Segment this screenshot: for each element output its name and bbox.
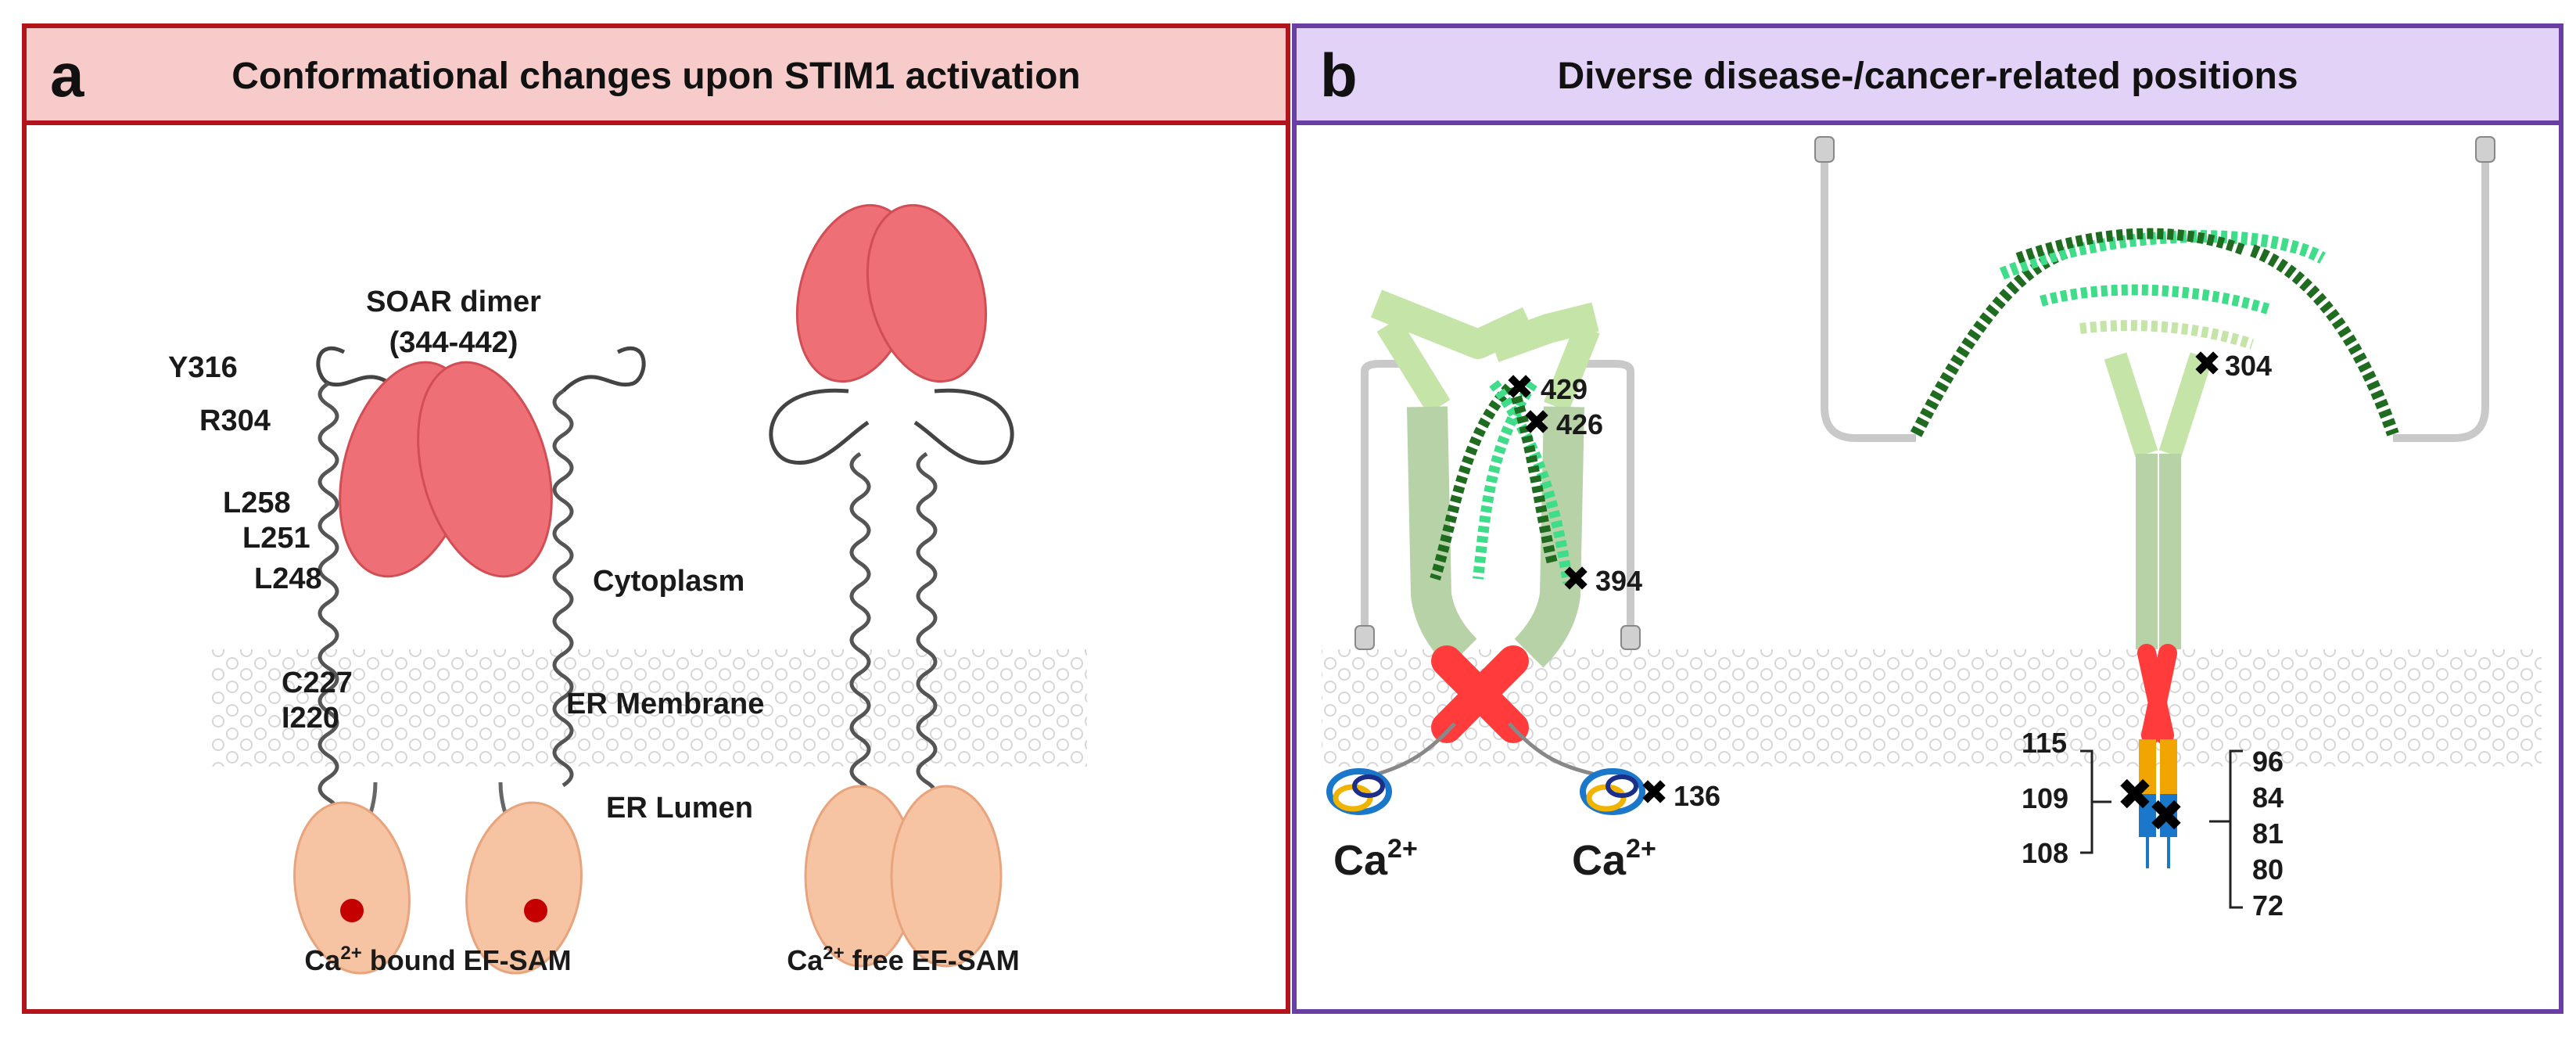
anchor-cylinder-top-right bbox=[2475, 136, 2495, 163]
bracket-right-label: 96 bbox=[2252, 746, 2284, 778]
panel-b-letter: b bbox=[1320, 41, 1358, 110]
helix-dark-1 bbox=[1430, 383, 1514, 581]
residue-label: L251 bbox=[242, 522, 310, 555]
segment-blue-left bbox=[2139, 794, 2156, 837]
panel-a-title: Conformational changes upon STIM1 activa… bbox=[231, 56, 1081, 97]
mutation-mark: ✖ bbox=[1505, 368, 1534, 407]
active-loop bbox=[769, 388, 1014, 465]
arch-helix-inner bbox=[2040, 284, 2270, 314]
panel-a-letter: a bbox=[50, 41, 84, 110]
bracket-right-label: 80 bbox=[2252, 853, 2284, 886]
ca-free-efsam-label: Ca2+ free EF-SAM bbox=[787, 943, 1019, 976]
anchor-cylinder-left bbox=[1354, 625, 1375, 650]
position-label: 394 bbox=[1595, 565, 1642, 597]
lumen-tail-right bbox=[1508, 722, 1596, 777]
mutation-mark: ✖ bbox=[1523, 404, 1552, 442]
ca-bound-efsam-label: Ca2+ bound EF-SAM bbox=[304, 943, 571, 976]
ef-sam-bound-left bbox=[293, 801, 411, 975]
rod-top-right bbox=[1488, 302, 1599, 362]
bracket-left-label: 108 bbox=[2022, 837, 2068, 869]
soar-label-line2: (344-442) bbox=[389, 326, 518, 359]
mutation-mark: ✖ bbox=[2193, 345, 2222, 383]
efsam-ribbon-right bbox=[1580, 768, 1645, 815]
cc1-coil-right bbox=[552, 389, 574, 788]
panel-a-header: a Conformational changes upon STIM1 acti… bbox=[27, 28, 1286, 125]
rod-long-left bbox=[1407, 406, 1477, 668]
anchor-cylinder-top-left bbox=[1814, 136, 1835, 163]
bracket-left-label: 109 bbox=[2022, 782, 2068, 814]
tm-short-2 bbox=[2141, 644, 2177, 745]
helix-dark-2 bbox=[1508, 385, 1558, 565]
position-label: 429 bbox=[1541, 373, 1588, 405]
panel-b-title: Diverse disease-/cancer-related position… bbox=[1557, 56, 2298, 97]
grey-linker-left bbox=[1361, 360, 1423, 634]
grey-linker-right bbox=[1572, 360, 1634, 634]
mutation-mark: ✖ bbox=[1640, 774, 1669, 812]
helix-light-1 bbox=[1473, 380, 1537, 580]
segment-blue-right bbox=[2160, 794, 2177, 837]
cc1-coil-left bbox=[318, 381, 339, 824]
helix-light-2 bbox=[1489, 379, 1573, 584]
arch-helix-dark-right bbox=[2250, 244, 2399, 437]
grey-arm-right bbox=[2393, 153, 2489, 442]
residue-label: R304 bbox=[199, 404, 271, 437]
grey-arm-left bbox=[1821, 153, 1916, 442]
er-lumen-label: ER Lumen bbox=[606, 792, 753, 825]
rod-long-right bbox=[1514, 406, 1584, 668]
mutation-mark: ✖ bbox=[2148, 791, 2185, 840]
y-rod-right bbox=[2158, 352, 2213, 458]
residue-label: C227 bbox=[282, 667, 353, 699]
er-membrane-label: ER Membrane bbox=[566, 688, 764, 720]
ef-sam-bound-right bbox=[465, 801, 583, 975]
er-membrane-band-a bbox=[211, 649, 1087, 767]
soar-lobe-right bbox=[417, 361, 553, 578]
panel-b-header: b Diverse disease-/cancer-related positi… bbox=[1297, 28, 2559, 125]
rod-diag-left bbox=[1376, 318, 1451, 414]
ca-label-left: Ca2+ bbox=[1333, 834, 1418, 884]
active-soar-lobe-right bbox=[866, 203, 988, 383]
anchor-cylinder-right bbox=[1620, 625, 1641, 650]
ca-label-right: Ca2+ bbox=[1572, 834, 1656, 884]
stim1-structure-left: ✖ ✖ ✖ ✖ bbox=[1326, 289, 1669, 815]
residue-label: I220 bbox=[282, 702, 339, 735]
lumen-tail-left bbox=[1376, 722, 1456, 777]
arch-helix-pale bbox=[2079, 320, 2255, 350]
bracket-right-label: 81 bbox=[2252, 817, 2284, 850]
cytoplasm-label: Cytoplasm bbox=[593, 565, 744, 598]
rod-diag-right bbox=[1544, 323, 1600, 412]
position-label: 426 bbox=[1556, 408, 1603, 440]
calcium-dot-left bbox=[340, 899, 364, 922]
bracket-right-label: 84 bbox=[2252, 782, 2284, 814]
stim1-active-dimer bbox=[769, 203, 1014, 968]
position-label: 304 bbox=[2225, 350, 2272, 382]
bracket-left bbox=[2080, 749, 2111, 854]
efsam-ribbon-left bbox=[1326, 768, 1392, 815]
residue-label: Y316 bbox=[168, 351, 238, 384]
soar-label-line1: SOAR dimer bbox=[366, 286, 541, 318]
mutation-mark: ✖ bbox=[2117, 770, 2154, 819]
position-label: 136 bbox=[1674, 780, 1720, 812]
segment-orange-left bbox=[2139, 739, 2156, 794]
linker-loop-right bbox=[561, 346, 646, 393]
stim1-inactive-dimer bbox=[293, 346, 646, 975]
ef-sam-free-right bbox=[890, 785, 1003, 968]
bracket-right-label: 72 bbox=[2252, 889, 2284, 922]
residue-label: L248 bbox=[254, 562, 322, 595]
tm-helix-2 bbox=[1431, 645, 1529, 743]
mutation-mark: ✖ bbox=[1562, 560, 1591, 598]
linker-loop-left bbox=[316, 346, 400, 393]
calcium-dot-right bbox=[524, 899, 547, 922]
y-rod-left bbox=[2104, 352, 2158, 458]
panel-a: a Conformational changes upon STIM1 acti… bbox=[22, 23, 1290, 1014]
stim1-structure-right: ✖ ✖ ✖ bbox=[1814, 136, 2495, 909]
residue-label: L258 bbox=[223, 487, 291, 519]
panel-b: b Diverse disease-/cancer-related positi… bbox=[1292, 23, 2563, 1014]
bracket-left-label: 115 bbox=[2022, 727, 2067, 759]
segment-orange-right bbox=[2160, 739, 2177, 794]
bracket-right bbox=[2209, 749, 2243, 909]
arch-helix-dark-top bbox=[2015, 228, 2247, 264]
arch-helix-dark-left bbox=[1910, 244, 2075, 437]
